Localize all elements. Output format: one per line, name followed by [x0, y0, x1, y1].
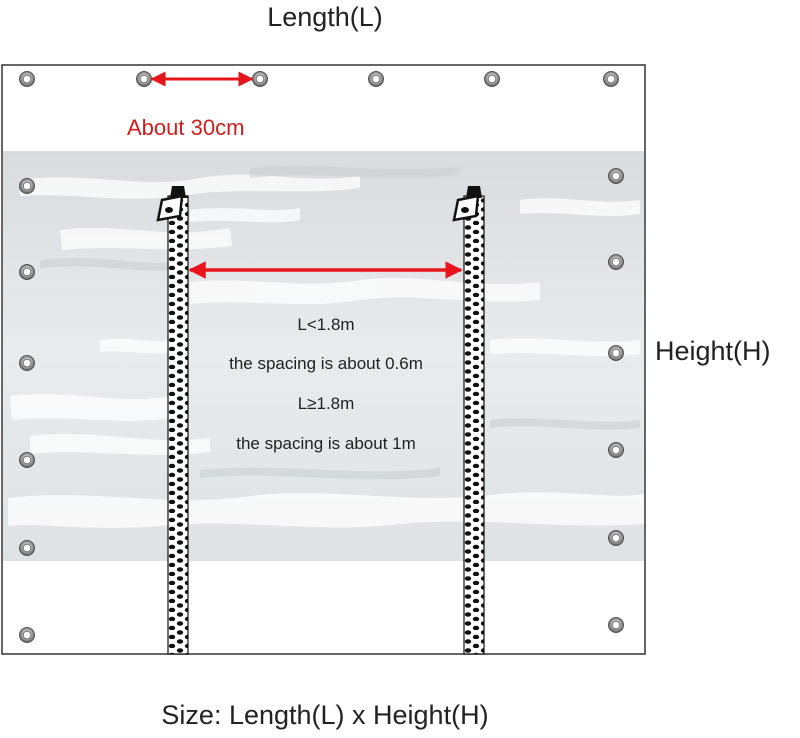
grommet-ring-icon: [19, 71, 35, 87]
grommet-spacing-label: About 30cm: [127, 115, 245, 140]
pvc-shadows: [40, 165, 640, 480]
grommet-ring-icon: [608, 442, 624, 458]
size-caption: Size: Length(L) x Height(H): [161, 700, 489, 730]
grommet-ring-icon: [19, 264, 35, 280]
grommet-ring-icon: [608, 168, 624, 184]
zipper-pull-icon: [452, 186, 482, 222]
spacing-note: L<1.8m: [297, 315, 355, 334]
spacing-note: L≥1.8m: [297, 394, 355, 413]
zipper-strip-right: [463, 195, 485, 655]
height-label: Height(H): [655, 336, 771, 366]
grommet-ring-icon: [608, 345, 624, 361]
grommet-ring-icon: [252, 71, 268, 87]
zipper-strip-left: [167, 195, 189, 655]
grommet-ring-icon: [608, 617, 624, 633]
grommet-ring-icon: [368, 71, 384, 87]
spacing-note: the spacing is about 0.6m: [229, 354, 423, 373]
grommet-ring-icon: [19, 178, 35, 194]
grommet-ring-icon: [603, 71, 619, 87]
spacing-note: the spacing is about 1m: [236, 434, 416, 453]
grommet-ring-icon: [19, 627, 35, 643]
pvc-reflections: [8, 174, 644, 528]
zipper-pull-icon: [156, 186, 186, 222]
grommet-ring-icon: [19, 452, 35, 468]
length-label: Length(L): [267, 2, 383, 32]
grommet-ring-icon: [608, 254, 624, 270]
grommet-ring-icon: [484, 71, 500, 87]
grommet-ring-icon: [19, 355, 35, 371]
grommet-ring-icon: [608, 530, 624, 546]
grommet-ring-icon: [19, 540, 35, 556]
grommet-ring-icon: [136, 71, 152, 87]
